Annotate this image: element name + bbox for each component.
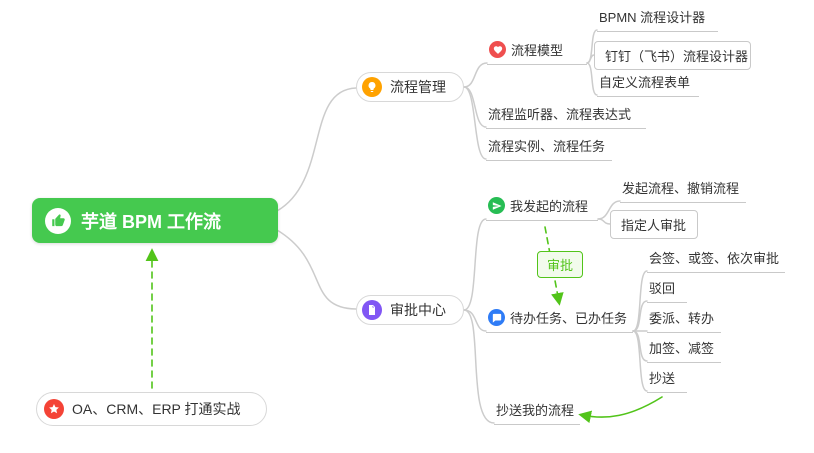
star-icon bbox=[44, 399, 64, 419]
node-label: 流程监听器、流程表达式 bbox=[488, 107, 632, 122]
node-process-management[interactable]: 流程管理 bbox=[356, 72, 464, 102]
node-label: 会签、或签、依次审批 bbox=[649, 251, 780, 266]
approval-tag[interactable]: 审批 bbox=[537, 251, 584, 278]
node-assignee-approval[interactable]: 指定人审批 bbox=[610, 210, 698, 239]
node-label: 钉钉（飞书）流程设计器 bbox=[605, 49, 749, 64]
gray-connectors bbox=[276, 29, 648, 424]
lightbulb-icon bbox=[362, 77, 382, 97]
paper-plane-icon bbox=[488, 197, 505, 214]
node-label: 指定人审批 bbox=[621, 218, 687, 233]
node-label: 抄送我的流程 bbox=[496, 403, 575, 418]
node-dingtalk-designer[interactable]: 钉钉（飞书）流程设计器 bbox=[594, 41, 751, 70]
node-practice[interactable]: OA、CRM、ERP 打通实战 bbox=[36, 392, 267, 426]
node-label: 驳回 bbox=[649, 281, 676, 296]
node-listener-expression[interactable]: 流程监听器、流程表达式 bbox=[486, 104, 646, 129]
node-reject[interactable]: 驳回 bbox=[647, 278, 687, 303]
node-todo-done[interactable]: 待办任务、已办任务 bbox=[486, 308, 633, 333]
node-label: 抄送 bbox=[649, 371, 676, 386]
node-label: 加签、减签 bbox=[649, 341, 715, 356]
node-cc[interactable]: 抄送 bbox=[647, 368, 687, 393]
node-delegate-transfer[interactable]: 委派、转办 bbox=[647, 308, 721, 333]
node-label: OA、CRM、ERP 打通实战 bbox=[72, 401, 241, 417]
node-label: 流程模型 bbox=[511, 43, 564, 58]
root-label: 芋道 BPM 工作流 bbox=[81, 211, 222, 232]
node-label: BPMN 流程设计器 bbox=[599, 10, 706, 25]
node-instance-task[interactable]: 流程实例、流程任务 bbox=[486, 136, 612, 161]
node-custom-form[interactable]: 自定义流程表单 bbox=[597, 72, 699, 97]
arrow-cc-to-ccmyprocess bbox=[578, 396, 663, 424]
chat-bubble-icon bbox=[488, 309, 505, 326]
node-process-model[interactable]: 流程模型 bbox=[487, 40, 587, 65]
root-node[interactable]: 芋道 BPM 工作流 bbox=[32, 198, 278, 243]
node-initiate-cancel[interactable]: 发起流程、撤销流程 bbox=[620, 178, 746, 203]
node-label: 流程实例、流程任务 bbox=[488, 139, 606, 154]
node-my-initiated[interactable]: 我发起的流程 bbox=[486, 196, 598, 221]
node-countersign[interactable]: 会签、或签、依次审批 bbox=[647, 248, 785, 273]
node-cc-my-process[interactable]: 抄送我的流程 bbox=[494, 400, 580, 425]
node-label: 发起流程、撤销流程 bbox=[622, 181, 740, 196]
heart-icon bbox=[489, 41, 506, 58]
node-add-remove-sign[interactable]: 加签、减签 bbox=[647, 338, 721, 363]
node-approval-center[interactable]: 审批中心 bbox=[356, 295, 464, 325]
node-label: 自定义流程表单 bbox=[599, 75, 691, 90]
node-label: 待办任务、已办任务 bbox=[510, 311, 628, 326]
document-icon bbox=[362, 300, 382, 320]
thumbs-up-icon bbox=[45, 207, 71, 234]
node-label: 委派、转办 bbox=[649, 311, 715, 326]
node-bpmn-designer[interactable]: BPMN 流程设计器 bbox=[597, 7, 718, 32]
node-label: 审批中心 bbox=[390, 302, 446, 318]
node-label: 我发起的流程 bbox=[510, 199, 589, 214]
tag-label: 审批 bbox=[547, 258, 574, 273]
node-label: 流程管理 bbox=[390, 79, 446, 95]
